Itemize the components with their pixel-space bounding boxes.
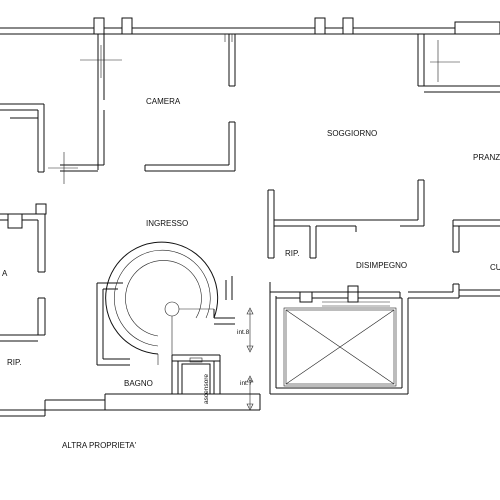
bottom-wall <box>45 393 261 411</box>
neighbour-label: ALTRA PROPRIETA' <box>62 441 137 450</box>
door-label-int8: int.8 <box>237 329 250 336</box>
room-label-rip-left: RIP. <box>7 358 22 367</box>
room-label-camera: CAMERA <box>146 97 181 106</box>
room-label-ascensore: ascensore <box>203 374 210 404</box>
pranzo-walls <box>417 34 500 93</box>
door-markers <box>246 307 254 411</box>
spiral-stair <box>105 241 235 365</box>
room-label-left: A <box>2 269 8 278</box>
room-label-disimpegno: DISIMPEGNO <box>356 261 407 270</box>
stairwell <box>269 282 409 395</box>
top-wall <box>0 17 500 42</box>
room-label-soggiorno: SOGGIORNO <box>327 129 377 138</box>
cucina-walls <box>408 219 500 299</box>
disimpegno-walls <box>267 179 425 259</box>
door-label-int7: int.7 <box>240 380 253 387</box>
room-label-cucina: CU <box>490 263 500 272</box>
room-label-pranzo: PRANZ <box>473 153 500 162</box>
bagno-walls <box>96 282 221 395</box>
camera-walls <box>48 34 236 184</box>
room-label-bagno: BAGNO <box>124 379 153 388</box>
room-label-ingresso: INGRESSO <box>146 219 188 228</box>
left-walls <box>0 103 47 417</box>
room-label-rip-right: RIP. <box>285 249 300 258</box>
